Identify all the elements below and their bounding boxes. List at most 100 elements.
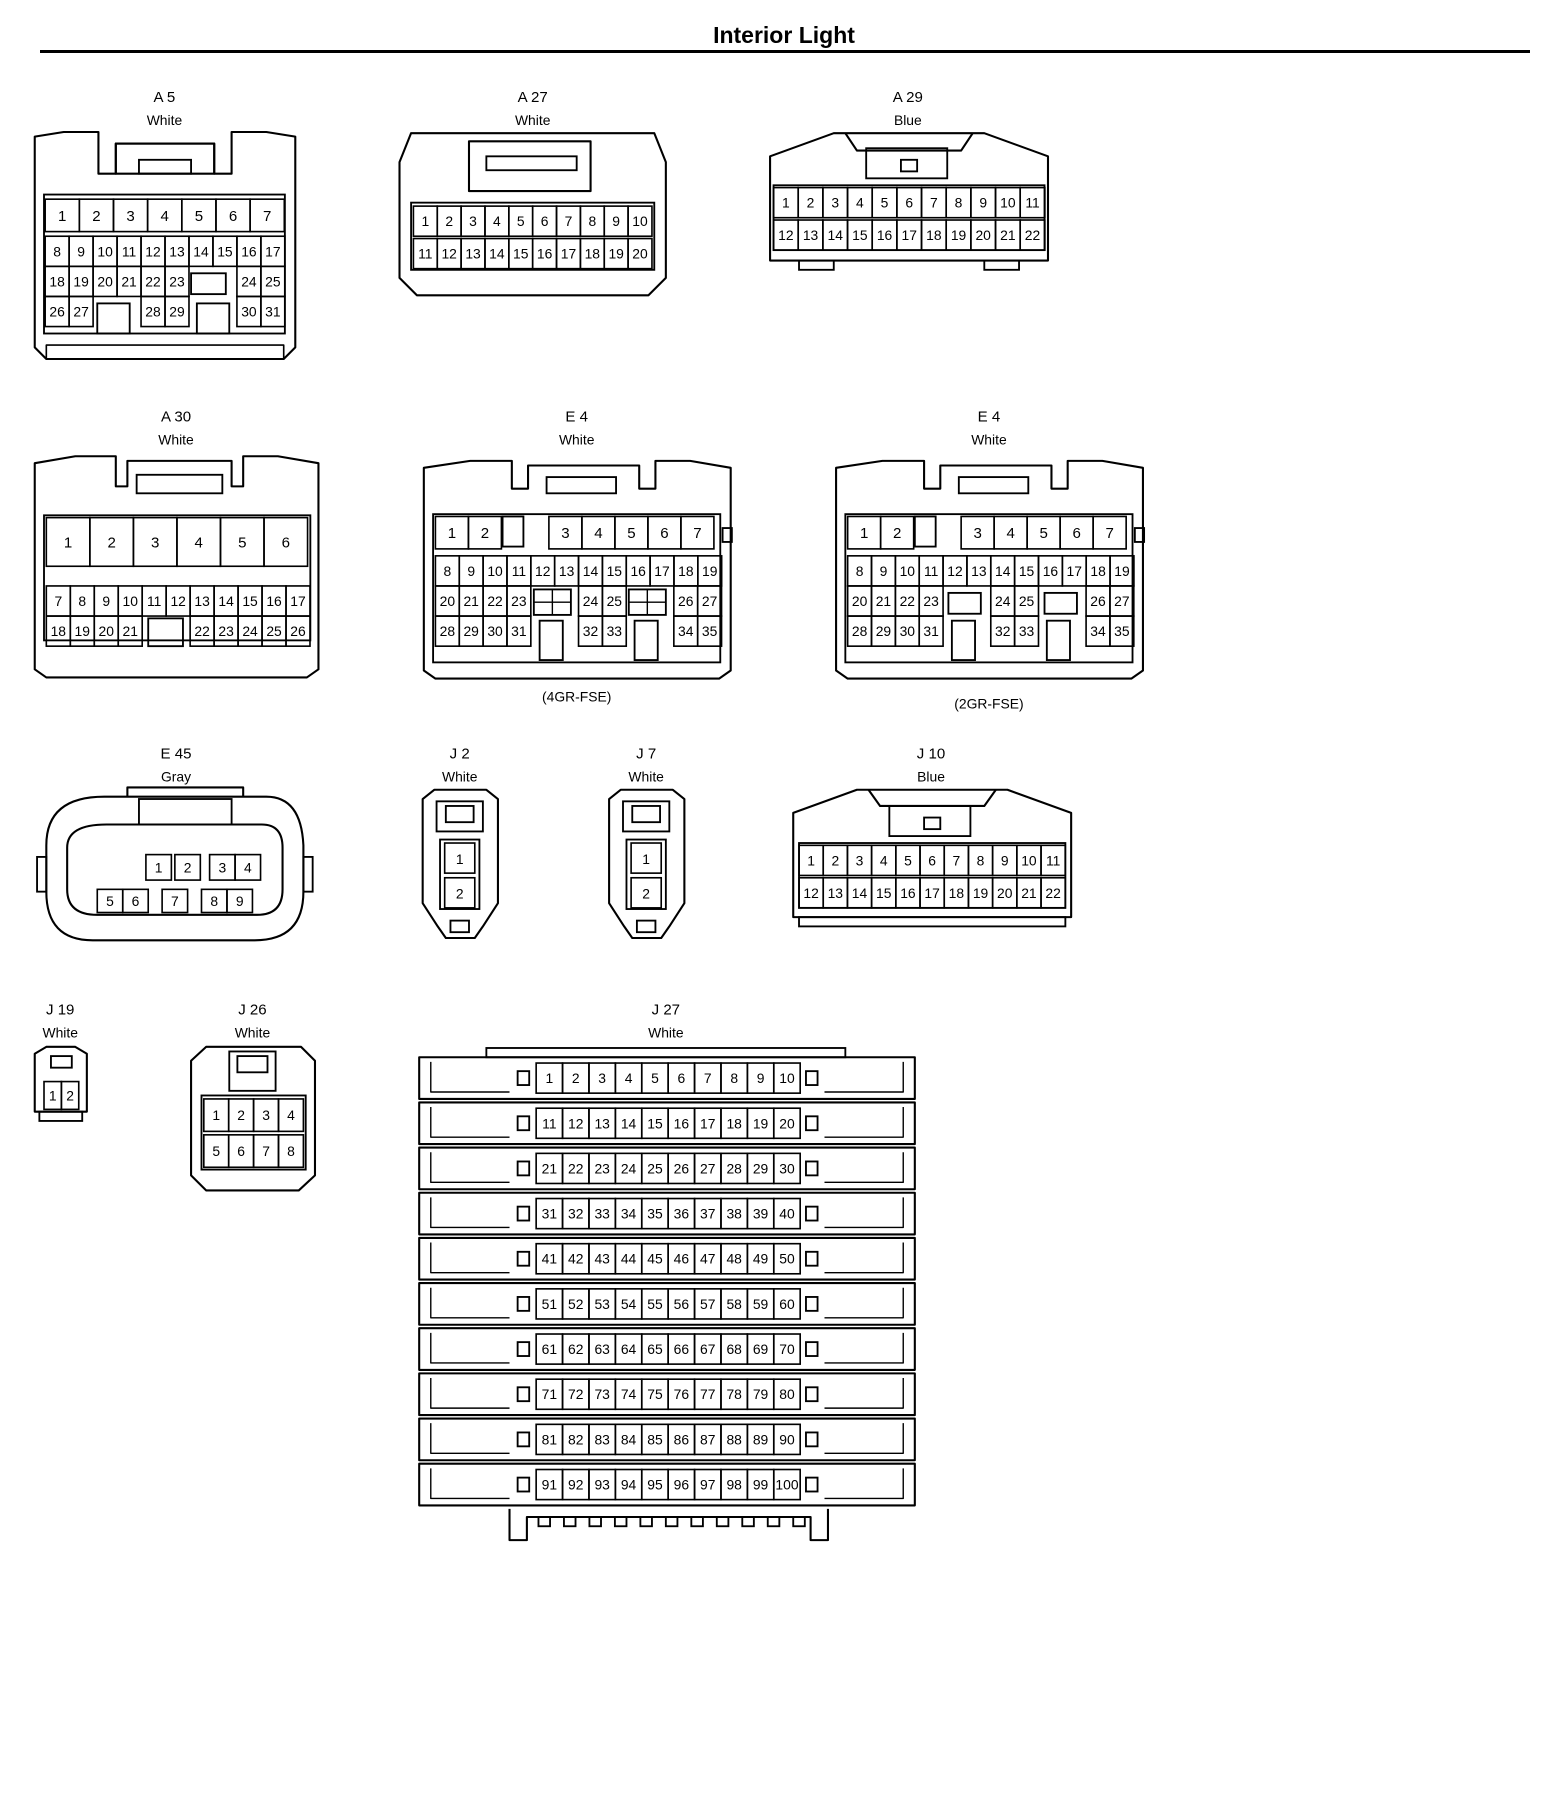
side-tab xyxy=(721,527,733,543)
pin-cell xyxy=(772,1423,801,1456)
pin-number: 23 xyxy=(594,1160,610,1176)
pin-number: 99 xyxy=(753,1477,769,1493)
pin-cell xyxy=(443,876,476,909)
pin-number: 29 xyxy=(463,623,479,639)
pin-number: 10 xyxy=(779,1070,795,1086)
pin-number: 23 xyxy=(169,273,185,289)
pin-number: 4 xyxy=(287,1107,295,1123)
pin-number: 51 xyxy=(542,1296,558,1312)
pin-number: 62 xyxy=(568,1341,584,1357)
pin-number: 14 xyxy=(852,885,868,901)
pin-number: 22 xyxy=(487,593,503,609)
pin-field xyxy=(432,513,722,664)
pin-number: 32 xyxy=(568,1206,584,1222)
pin-number: 10 xyxy=(1021,852,1037,868)
pin-number: 4 xyxy=(856,195,864,211)
pin-number: 1 xyxy=(545,1070,553,1086)
pin-cell xyxy=(443,842,476,874)
pin-number: 18 xyxy=(949,885,965,901)
pin-number: 7 xyxy=(930,195,938,211)
pin-number: 11 xyxy=(1046,852,1061,868)
base-comb xyxy=(766,1516,781,1528)
pin-number: 18 xyxy=(585,246,601,262)
latch xyxy=(126,786,245,797)
pin-cell xyxy=(145,853,173,881)
pin-number: 9 xyxy=(236,893,244,909)
latch-frame xyxy=(622,800,671,833)
pin-number: 2 xyxy=(642,886,650,902)
pin-number: 12 xyxy=(947,563,963,579)
pin-number: 11 xyxy=(418,246,433,262)
pin-number: 17 xyxy=(924,885,940,901)
row-lock xyxy=(516,1115,531,1132)
pin-number: 84 xyxy=(621,1431,637,1447)
pin-cell xyxy=(772,1197,801,1230)
pin-number: 5 xyxy=(651,1070,659,1086)
blank-cavity xyxy=(633,619,659,661)
page-title: Interior Light xyxy=(713,22,855,48)
pin-number: 6 xyxy=(132,893,140,909)
pin-number: 54 xyxy=(621,1296,637,1312)
pin-cell xyxy=(234,853,262,881)
connector-j7: 12 xyxy=(608,788,686,940)
pin-number: 12 xyxy=(535,563,551,579)
pin-number: 7 xyxy=(693,525,701,542)
pin-number: 29 xyxy=(169,304,185,320)
housing-outline xyxy=(769,132,1050,262)
pin-number: 9 xyxy=(979,195,987,211)
pin-cell xyxy=(506,615,532,647)
pin-number: 79 xyxy=(753,1386,769,1402)
pin-number: 100 xyxy=(775,1477,798,1493)
pin-cell xyxy=(630,842,663,874)
pin-cell xyxy=(772,1242,801,1275)
base-rail xyxy=(45,344,285,359)
pin-number: 13 xyxy=(169,243,185,259)
pin-number: 40 xyxy=(779,1206,795,1222)
base-comb xyxy=(690,1516,704,1528)
pin-number: 8 xyxy=(53,243,61,259)
pin-number: 1 xyxy=(448,525,456,542)
pin-number: 76 xyxy=(674,1386,690,1402)
pin-number: 22 xyxy=(568,1160,584,1176)
pin-cell xyxy=(121,888,150,914)
pin-number: 28 xyxy=(852,623,868,639)
row-lock xyxy=(805,1205,819,1222)
pin-number: 59 xyxy=(753,1296,769,1312)
pin-field xyxy=(625,838,667,910)
pin-number: 87 xyxy=(700,1431,716,1447)
pin-number: 2 xyxy=(456,886,464,902)
pin-number: 28 xyxy=(145,304,161,320)
connector-code: A 5 xyxy=(154,89,176,106)
pin-number: 81 xyxy=(542,1431,558,1447)
keyway xyxy=(501,515,525,548)
pin-cell xyxy=(164,295,190,328)
pin-number: 33 xyxy=(594,1206,610,1222)
latch-slot xyxy=(444,805,475,824)
pin-number: 16 xyxy=(241,243,257,259)
side-tab xyxy=(36,855,48,893)
pin-number: 12 xyxy=(145,243,161,259)
pin-cell xyxy=(772,1152,801,1185)
pin-number: 15 xyxy=(1019,563,1035,579)
wafer-row xyxy=(418,1327,916,1371)
engine-variant-note: (2GR-FSE) xyxy=(954,696,1023,712)
pin-number: 30 xyxy=(241,304,257,320)
pin-number: 19 xyxy=(1114,563,1130,579)
wafer-row xyxy=(418,1101,916,1146)
pin-number: 19 xyxy=(973,885,989,901)
pin-number: 55 xyxy=(647,1296,663,1312)
pin-number: 70 xyxy=(779,1341,795,1357)
wafer-lip xyxy=(430,1242,510,1274)
connector-color: Gray xyxy=(161,769,191,785)
pin-number: 21 xyxy=(122,623,138,639)
pin-number: 3 xyxy=(831,195,839,211)
pin-number: 9 xyxy=(880,563,888,579)
pin-number: 14 xyxy=(827,227,843,243)
base-comb xyxy=(537,1516,551,1528)
latch-slot xyxy=(138,158,192,175)
pin-number: 14 xyxy=(621,1115,637,1131)
pin-cell xyxy=(174,853,202,881)
pin-field xyxy=(439,838,481,910)
